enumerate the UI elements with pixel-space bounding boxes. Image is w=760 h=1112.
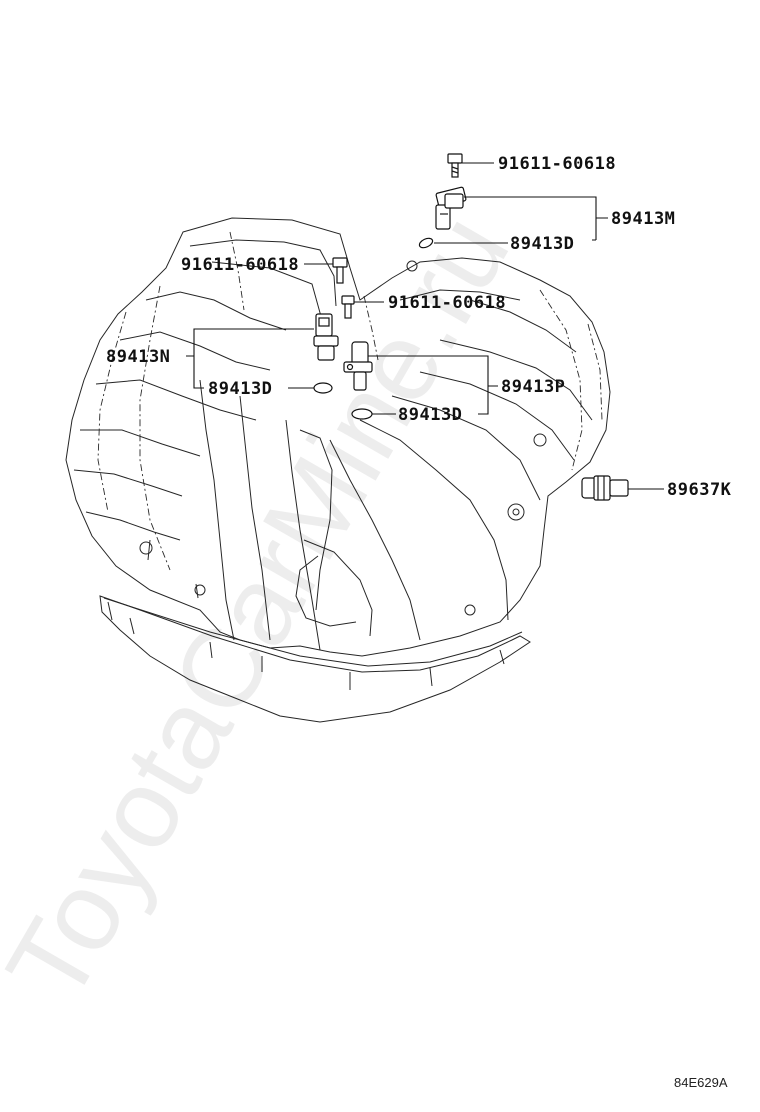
callout-pressure-switch[interactable]: 89637K	[667, 480, 732, 500]
callout-sensor-right-group[interactable]: 89413P	[501, 377, 565, 397]
pressure-switch-icon[interactable]	[581, 475, 629, 501]
leader-lines	[186, 162, 664, 490]
o-ring-top-icon[interactable]	[418, 236, 434, 249]
callout-o-ring-top[interactable]: 89413D	[510, 234, 574, 254]
speed-sensor-left-icon[interactable]	[313, 313, 339, 361]
transmission-assembly	[65, 217, 611, 723]
speed-sensor-top-icon[interactable]	[435, 186, 467, 230]
o-ring-left-icon[interactable]	[313, 382, 333, 394]
callout-o-ring-left[interactable]: 89413D	[208, 379, 272, 399]
callout-labels: 91611-60618 89413M 89413D 91611-60618 91…	[106, 154, 732, 500]
bolt-mid-icon[interactable]	[341, 295, 355, 319]
callout-o-ring-right[interactable]: 89413D	[398, 405, 462, 425]
bolt-left-icon[interactable]	[332, 257, 348, 284]
callout-bolt-left[interactable]: 91611-60618	[181, 255, 299, 275]
callout-sensor-top-group[interactable]: 89413M	[611, 209, 675, 229]
callout-bolt-top[interactable]: 91611-60618	[498, 154, 616, 174]
callout-sensor-left-group[interactable]: 89413N	[106, 347, 170, 367]
diagram-id: 84E629A	[674, 1075, 728, 1090]
bolt-top-icon[interactable]	[447, 153, 463, 178]
callout-bolt-mid[interactable]: 91611-60618	[388, 293, 506, 313]
speed-sensor-right-icon[interactable]	[343, 341, 373, 391]
o-ring-right-icon[interactable]	[351, 408, 373, 420]
